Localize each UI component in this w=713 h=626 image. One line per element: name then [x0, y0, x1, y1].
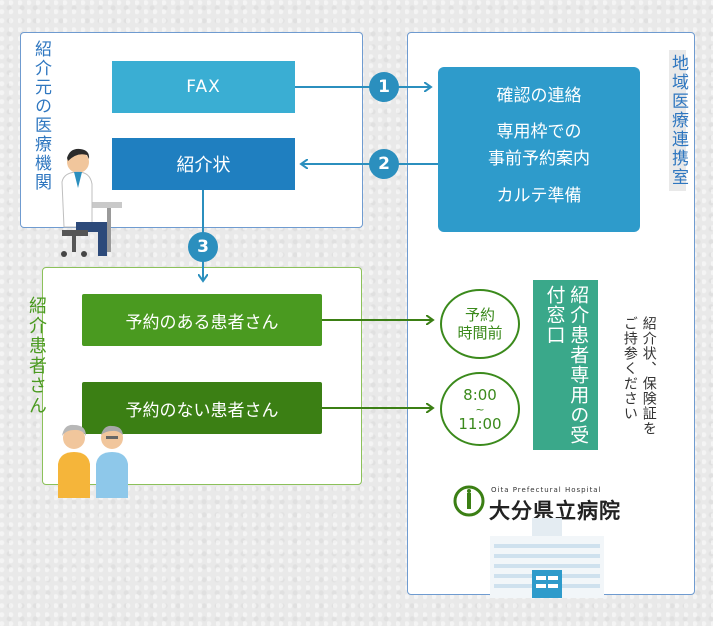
hospital-building-illustration [490, 518, 604, 598]
step-3-badge: 3 [188, 232, 218, 262]
fax-box: FAX [112, 61, 295, 113]
before-appointment-line1: 予約 [464, 306, 495, 324]
step-1-badge: 1 [369, 72, 399, 102]
elderly-patients-illustration [58, 424, 128, 498]
referral-letter-box: 紹介状 [112, 138, 295, 190]
referral-reception-box: 紹介患者専用の受付窓口 [533, 280, 598, 450]
liaison-item-chart-prep: カルテ準備 [496, 185, 582, 206]
hours-separator: ~ [475, 402, 485, 416]
liaison-box: 確認の連絡 専用枠での 事前予約案内 カルテ準備 [438, 67, 640, 232]
referrer-title: 紹介元の医療機関 [31, 40, 51, 192]
liaison-item-confirm: 確認の連絡 [496, 86, 582, 106]
doctor-illustration [61, 148, 122, 257]
step-2-badge: 2 [369, 149, 399, 179]
walk-in-hours-circle: 8:00 ~ 11:00 [440, 372, 520, 446]
liaison-title: 地域医療連携室 [668, 50, 688, 191]
patients-with-appointment-box: 予約のある患者さん [82, 294, 322, 346]
hospital-english-name: Oita Prefectural Hospital [491, 486, 602, 494]
patients-without-appointment-box: 予約のない患者さん [82, 382, 322, 434]
hours-end: 11:00 [458, 414, 502, 433]
hospital-logo-icon [453, 485, 485, 517]
hours-start: 8:00 [463, 385, 497, 404]
before-appointment-circle: 予約 時間前 [440, 289, 520, 359]
bring-documents-note: 紹介状、保険証をご持参ください [621, 316, 657, 436]
liaison-item-advance-booking: 事前予約案内 [488, 149, 590, 170]
referral-reception-label: 紹介患者専用の受付窓口 [543, 285, 590, 445]
liaison-item-dedicated-slot: 専用枠での [496, 122, 582, 143]
before-appointment-line2: 時間前 [457, 324, 503, 342]
patients-title: 紹介患者さん [26, 296, 47, 416]
